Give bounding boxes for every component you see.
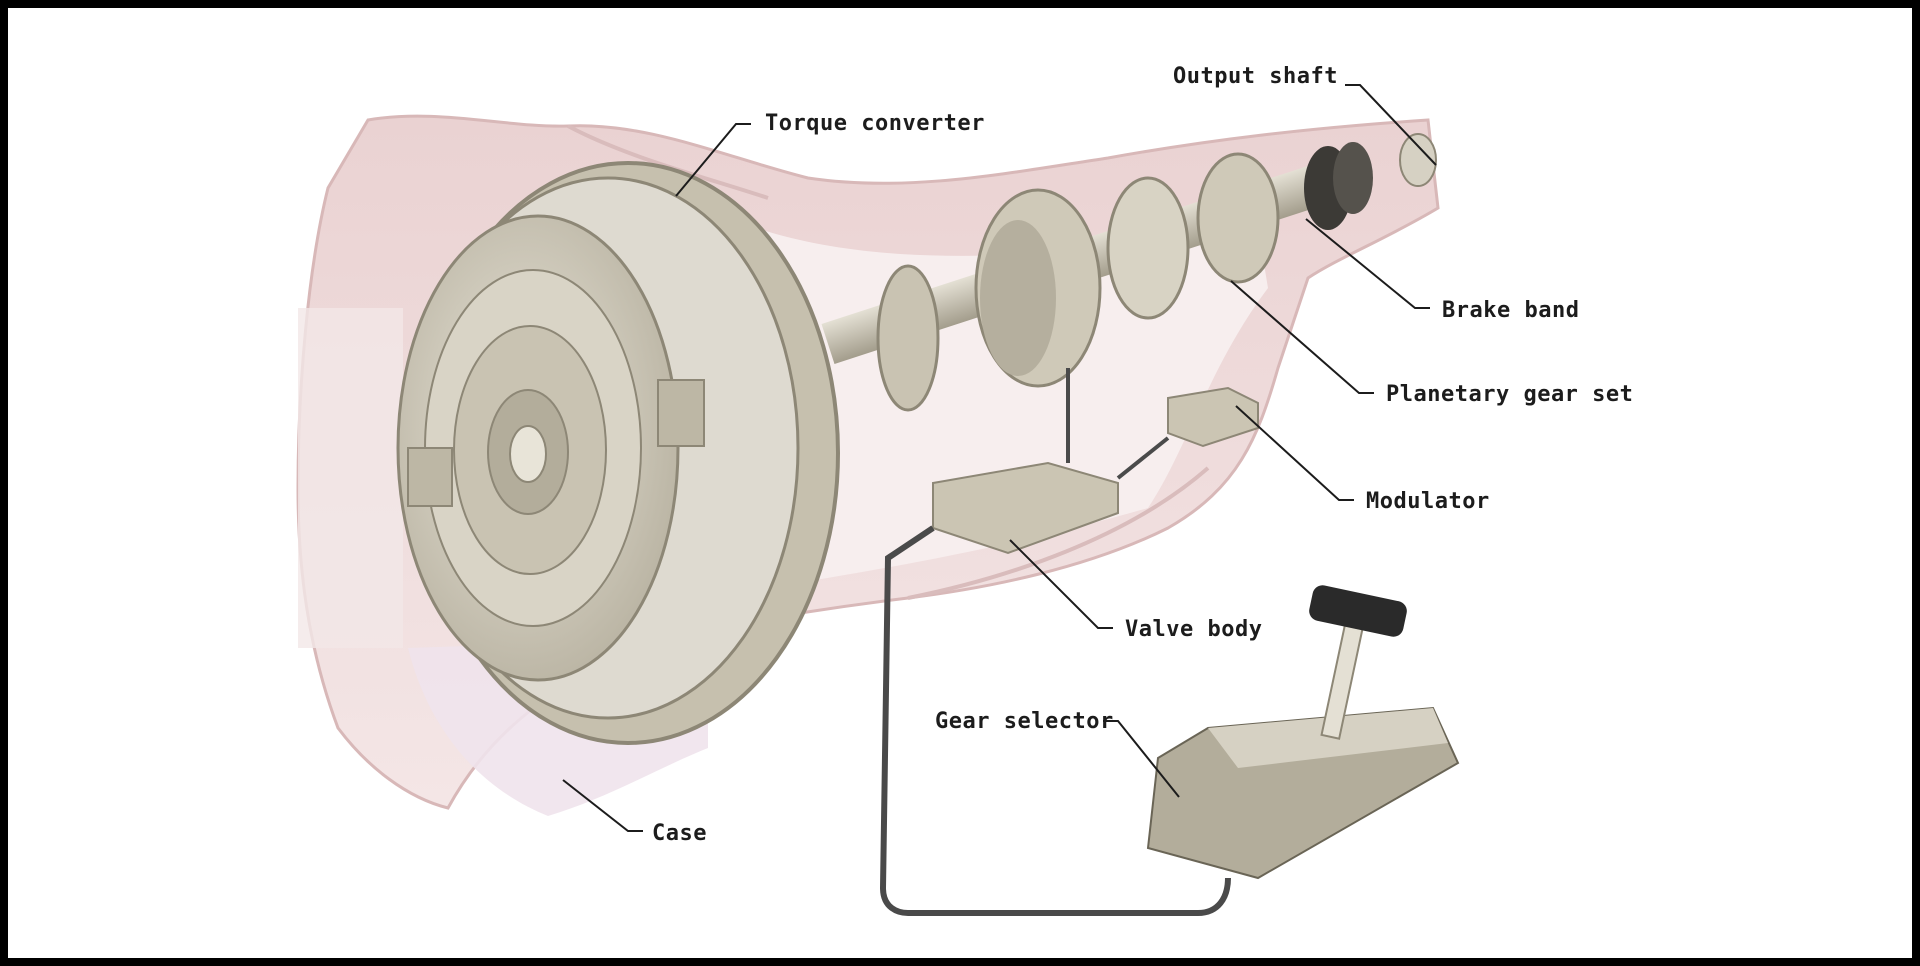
label-torque-converter: Torque converter [765,111,985,136]
gear-train [876,133,1437,412]
label-modulator: Modulator [1366,489,1490,514]
hydraulic-line [879,525,1231,916]
torque-converter [396,161,840,745]
label-gear-selector: Gear selector [935,709,1114,734]
modulator-part [1116,386,1259,480]
label-case: Case [652,821,707,846]
transmission-diagram [296,84,1460,916]
label-output-shaft: Output shaft [1173,64,1338,89]
label-brake-band: Brake band [1442,298,1580,323]
diagram-frame: Output shaft Torque converter Brake band… [8,8,1912,958]
gear-selector-part [1146,585,1460,880]
leader-lines [562,84,1437,832]
label-valve-body: Valve body [1125,617,1263,642]
label-planetary-gear-set: Planetary gear set [1386,382,1634,407]
